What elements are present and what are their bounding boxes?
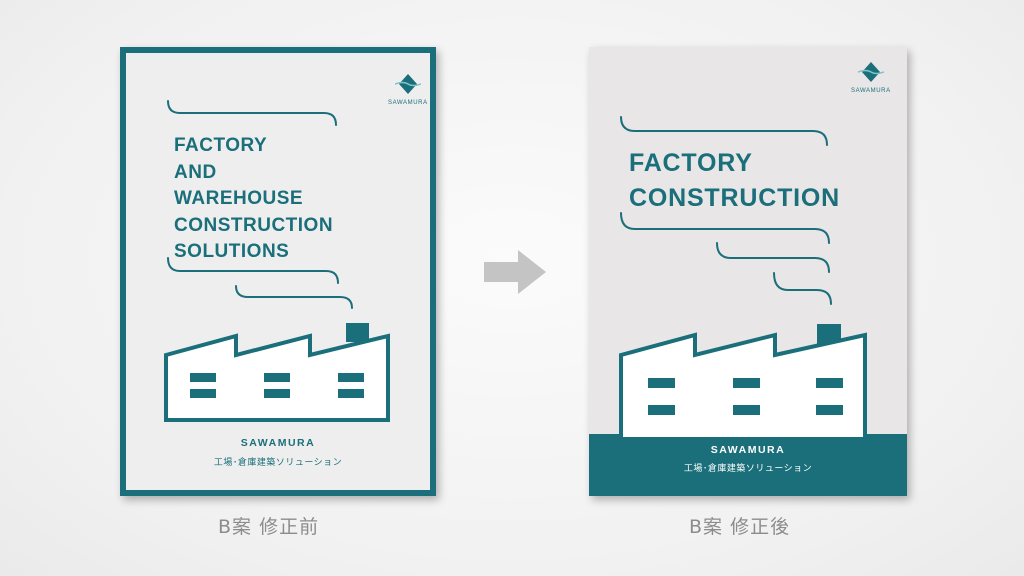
sawamura-logo: SAWAMURA — [388, 73, 428, 106]
poster-subtitle: 工場･倉庫建築ソリューション — [213, 458, 343, 468]
poster-title: FACTORY CONSTRUCTION — [629, 146, 840, 216]
sawamura-logo: SAWAMURA — [851, 61, 891, 94]
poster-after: SAWAMURA FACTORY CONSTRUCTION SAWAMURA 工… — [589, 47, 907, 496]
caption-after: B案 修正後 — [689, 516, 791, 538]
smoke-line — [620, 116, 828, 146]
smoke-line — [167, 100, 337, 126]
title-line: SOLUTIONS — [174, 241, 290, 262]
company-name: SAWAMURA — [710, 444, 786, 456]
caption-before: B案 修正前 — [218, 516, 320, 538]
poster-after-artwork — [619, 116, 867, 441]
poster-before: SAWAMURA FACTORY AND WAREHOUSE CONSTRUCT… — [120, 47, 436, 496]
title-line: AND — [174, 161, 217, 183]
bottom-band — [589, 434, 907, 496]
title-line: CONSTRUCTION — [174, 214, 334, 236]
poster-title: FACTORY AND WAREHOUSE CONSTRUCTION SOLUT… — [174, 133, 333, 266]
factory-illustration — [619, 324, 867, 441]
logo-text: SAWAMURA — [851, 88, 891, 94]
title-line: FACTORY — [174, 135, 268, 156]
sawamura-logo-icon — [394, 74, 422, 94]
title-line: WAREHOUSE — [174, 188, 304, 209]
company-name: SAWAMURA — [240, 437, 316, 449]
smoke-line — [167, 257, 339, 284]
logo-text: SAWAMURA — [388, 100, 428, 106]
smoke-line — [773, 272, 832, 305]
poster-before-artwork — [164, 100, 390, 422]
sawamura-logo-icon — [857, 62, 885, 82]
smoke-line — [235, 285, 353, 309]
arrow-right-icon — [484, 250, 546, 294]
title-line: CONSTRUCTION — [629, 184, 840, 212]
smoke-line — [716, 242, 830, 273]
factory-illustration — [164, 323, 390, 422]
smoke-line — [620, 212, 830, 244]
title-line: FACTORY — [629, 149, 753, 177]
poster-subtitle: 工場･倉庫建築ソリューション — [683, 464, 813, 474]
